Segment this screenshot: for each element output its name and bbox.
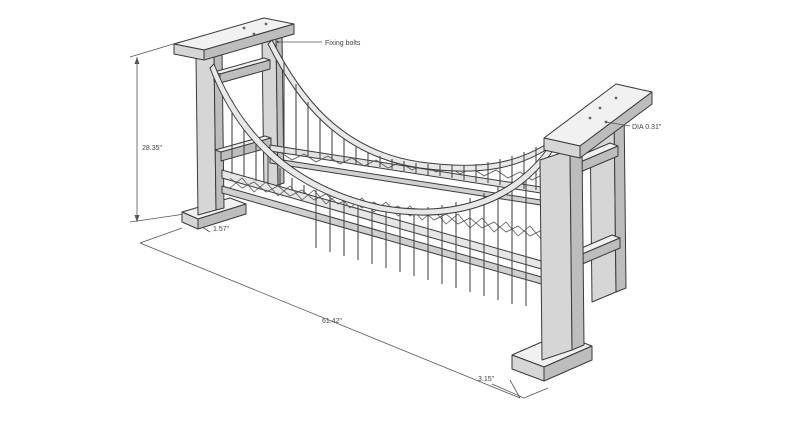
dia-callout: DIA 0.31" bbox=[605, 121, 662, 131]
base-thickness-label: 1.57" bbox=[213, 226, 230, 233]
right-tower bbox=[511, 83, 653, 382]
length-label: 61.42" bbox=[322, 318, 343, 325]
foot-depth-label: 3.15" bbox=[478, 376, 495, 383]
fixing-bolts-label: Fixing bolts bbox=[325, 40, 361, 47]
fixing-bolts-callout: Fixing bolts bbox=[276, 40, 361, 47]
front-hangers bbox=[231, 100, 527, 306]
foot-depth-dimension: 3.15" bbox=[478, 376, 549, 399]
dia-label: DIA 0.31" bbox=[632, 124, 662, 131]
front-deck-truss bbox=[221, 169, 546, 286]
height-dimension: 28.35" bbox=[129, 41, 186, 223]
length-dimension: 61.42" bbox=[139, 227, 521, 399]
back-hangers bbox=[283, 62, 549, 192]
height-label: 28.35" bbox=[142, 145, 163, 152]
